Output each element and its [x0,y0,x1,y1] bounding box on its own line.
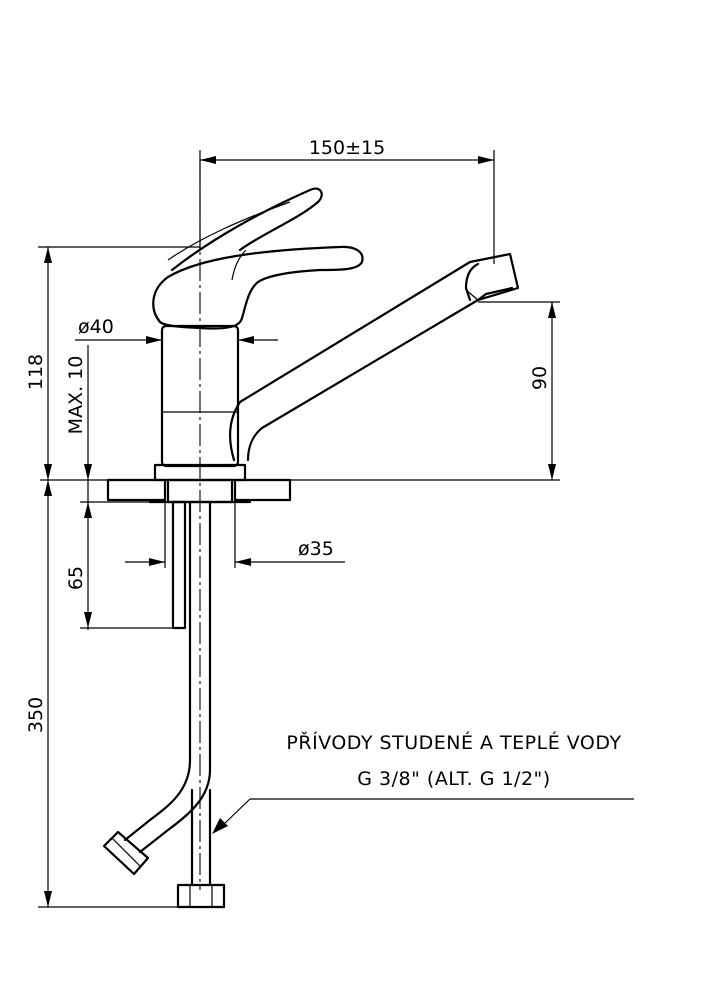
dim-total-height-label: 118 [25,354,47,390]
dim-hole-diameter: ø35 [125,500,345,568]
dim-reach-label: 150±15 [309,137,385,159]
dim-body-diameter-label: ø40 [78,316,114,338]
spout [228,252,520,462]
dim-total-height: 118 [25,246,200,480]
supply-hoses [102,500,226,909]
note-line-1: PŘÍVODY STUDENÉ A TEPLÉ VODY [286,731,621,754]
dim-counter-thickness: MAX. 10 [65,345,150,630]
dim-counter-thickness-label: MAX. 10 [65,356,87,435]
dim-hose-length-label: 350 [25,697,47,733]
dim-reach: 150±15 [199,137,495,264]
note-line-2: G 3/8" (ALT. G 1/2") [357,768,550,790]
countertop [40,478,560,502]
dim-hose-length: 350 [25,480,180,908]
dim-shank-length: 65 [65,566,180,629]
lever-handle [152,187,364,330]
dim-spout-height: 90 [478,301,560,480]
dim-shank-length-label: 65 [65,566,87,590]
supply-note: PŘÍVODY STUDENÉ A TEPLÉ VODY G 3/8" (ALT… [212,731,634,834]
dim-spout-height-label: 90 [529,366,551,390]
dim-body-diameter: ø40 [75,316,278,344]
dim-hole-diameter-label: ø35 [298,538,334,560]
